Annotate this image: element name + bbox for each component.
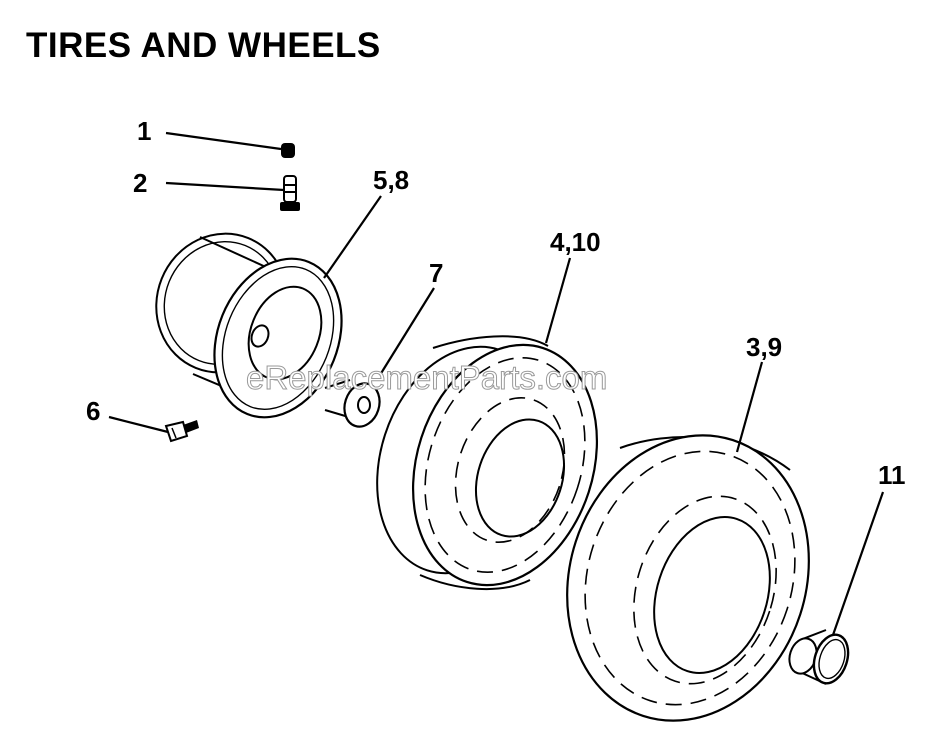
part-rear-tire[interactable] <box>531 404 845 750</box>
callout-11: 11 <box>878 460 906 490</box>
leader-5-8 <box>323 195 382 279</box>
part-spacer[interactable] <box>324 379 385 431</box>
part-lug-bolt[interactable] <box>164 420 199 443</box>
part-valve-cap[interactable] <box>281 143 295 158</box>
callout-5-8: 5,8 <box>373 165 409 195</box>
callout-1: 1 <box>137 116 151 146</box>
part-wheel-rim[interactable] <box>136 214 365 437</box>
leader-11 <box>831 491 885 636</box>
part-hub-cap[interactable] <box>785 629 854 688</box>
leader-6 <box>108 415 169 434</box>
leader-7 <box>379 287 435 376</box>
callout-6: 6 <box>86 396 100 426</box>
callout-7: 7 <box>429 258 443 288</box>
callout-3-9: 3,9 <box>746 332 782 362</box>
part-front-tire[interactable] <box>349 321 627 609</box>
leader-1 <box>165 131 282 151</box>
leader-3-9 <box>735 361 764 453</box>
watermark: eReplacementParts.com <box>246 359 607 396</box>
callout-2: 2 <box>133 168 147 198</box>
callout-4-10: 4,10 <box>550 227 601 257</box>
page-title: TIRES AND WHEELS <box>26 26 381 65</box>
leader-4-10 <box>544 257 572 344</box>
part-valve-stem[interactable] <box>280 175 300 211</box>
leader-2 <box>165 181 285 192</box>
